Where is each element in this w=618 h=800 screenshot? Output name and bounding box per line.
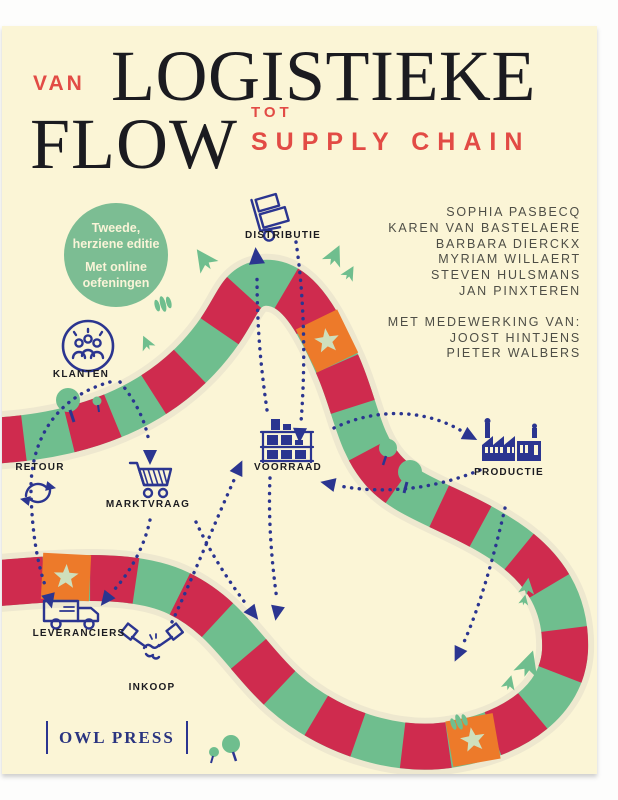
contributor-name: PIETER WALBERS	[446, 346, 581, 361]
title-van: VAN	[33, 72, 85, 95]
return-arrows-icon	[20, 481, 56, 506]
author-name: BARBARA DIERCKX	[435, 236, 581, 251]
supply-chain-board-illustration	[2, 192, 595, 774]
connector-marktvraag-leveranciers	[112, 518, 152, 592]
label-klanten: KLANTEN	[52, 369, 110, 380]
customers-group-icon	[61, 319, 115, 373]
star-tile	[295, 309, 359, 373]
badge-line: herziene editie	[72, 236, 160, 251]
contributors-heading: MET MEDEWERKING VAN:	[387, 314, 581, 329]
author-name: MYRIAM WILLAERT	[438, 252, 581, 267]
title-flow: FLOW	[30, 104, 238, 184]
handshake-icon	[119, 622, 185, 660]
label-distributie: DISTRIBUTIE	[245, 230, 321, 241]
title-logistieke: LOGISTIEKE	[111, 36, 536, 116]
flow-arrowheads	[41, 247, 478, 662]
edition-badge: Tweede, herziene editie Met online oefen…	[64, 203, 168, 307]
connector-voorraad-productie	[332, 411, 462, 432]
author-name: KAREN VAN BASTELAERE	[388, 220, 581, 235]
publisher-name: OWL PRESS	[59, 727, 175, 747]
warehouse-shelf-icon	[259, 419, 315, 464]
tree-icon	[56, 245, 538, 764]
connector-voorraad-inkoop	[267, 476, 279, 602]
label-productie: PRODUCTIE	[474, 467, 544, 478]
book-cover: VAN LOGISTIEKE FLOW TOT SUPPLY CHAIN Twe…	[2, 26, 597, 774]
badge-line: Tweede,	[91, 220, 141, 235]
game-road	[2, 253, 595, 774]
title-supply-chain: SUPPLY CHAIN	[251, 128, 531, 156]
connector-klanten-marktvraag	[118, 380, 151, 444]
author-list: SOPHIA PASBECQ KAREN VAN BASTELAERE BARB…	[388, 205, 581, 362]
badge-line: oefeningen	[82, 275, 150, 290]
label-inkoop: INKOOP	[128, 682, 176, 693]
flow-connectors	[29, 240, 507, 644]
badge-line: Met online	[85, 259, 147, 274]
author-name: STEVEN HULSMANS	[431, 268, 581, 283]
star-tile	[40, 552, 92, 602]
cover-canvas: VAN LOGISTIEKE FLOW TOT SUPPLY CHAIN Twe…	[2, 26, 597, 774]
label-leveranciers: LEVERANCIERS	[32, 628, 126, 639]
label-voorraad: VOORRAAD	[254, 462, 322, 473]
connector-klanten-retour-leveranciers	[29, 380, 112, 590]
author-name: SOPHIA PASBECQ	[446, 205, 581, 219]
connector-inkoop-voorraad	[170, 478, 236, 624]
delivery-truck-icon	[42, 599, 100, 630]
connector-voorraad-distributie	[255, 272, 269, 412]
connector-productie-inkoop	[462, 506, 507, 644]
label-marktvraag: MARKTVRAAG	[105, 499, 191, 510]
label-retour: RETOUR	[15, 462, 65, 473]
author-name: JAN PINXTEREN	[458, 283, 581, 298]
factory-icon	[482, 418, 541, 461]
contributor-name: JOOST HINTJENS	[449, 330, 581, 345]
shopping-cart-icon	[128, 461, 173, 499]
publisher-logo: OWL PRESS	[46, 721, 188, 754]
title-tot: TOT	[251, 104, 293, 121]
hand-truck-icon	[250, 192, 290, 242]
